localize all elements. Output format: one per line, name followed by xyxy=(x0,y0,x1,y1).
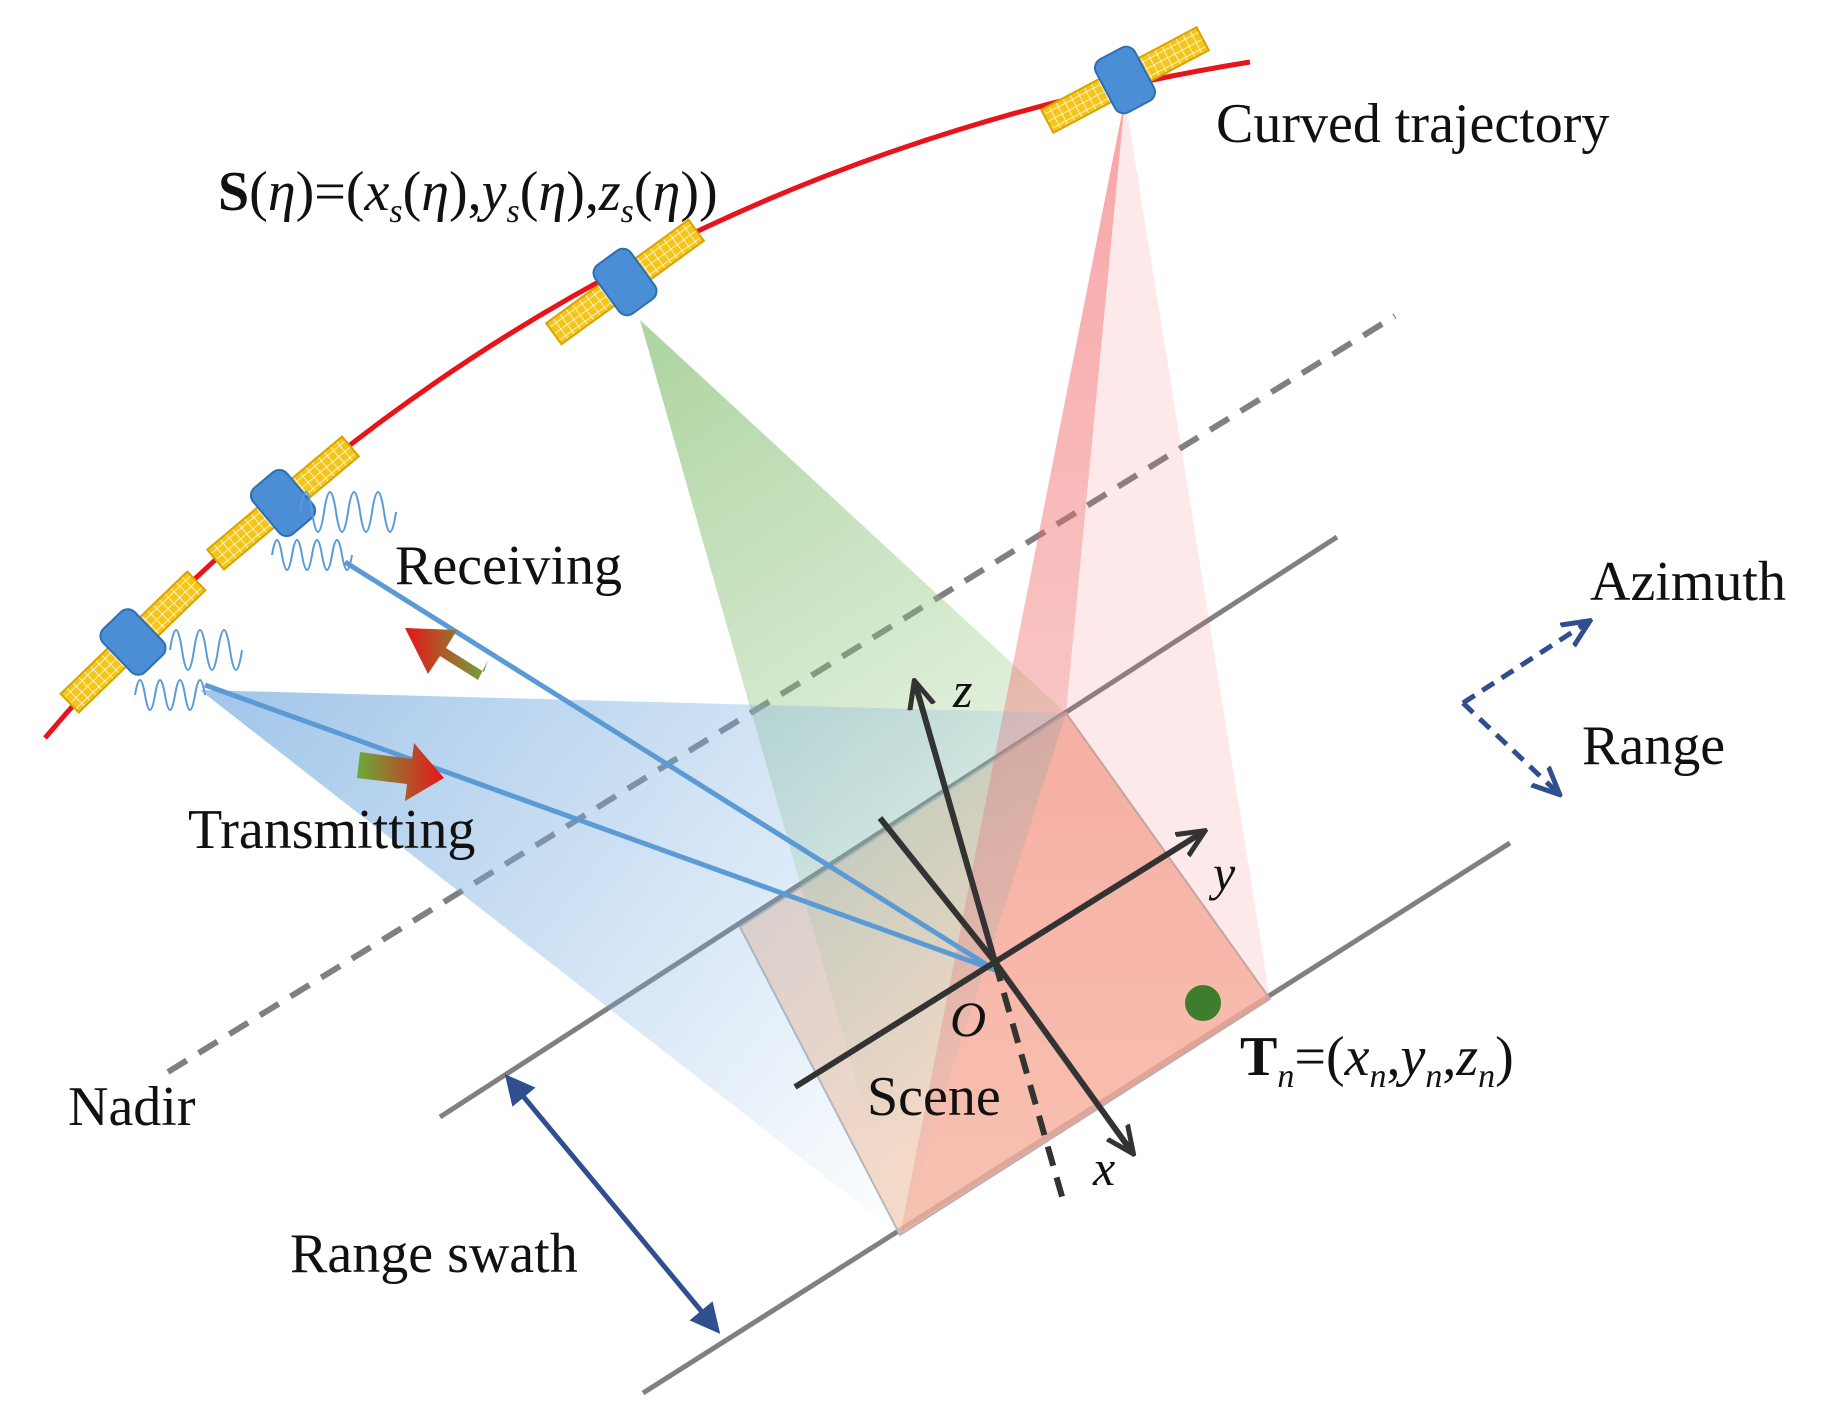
axis-under-z xyxy=(877,816,998,964)
axis-under-x-dashed xyxy=(992,961,1066,1201)
satellite-receiver xyxy=(544,218,706,346)
transmit-ray xyxy=(204,682,996,973)
label-nadir: Nadir xyxy=(68,1076,196,1138)
satellite-curved xyxy=(1039,25,1211,135)
axis-x-arrow xyxy=(992,960,1132,1152)
label-origin: O xyxy=(950,991,986,1047)
waveform-receive-lower-icon xyxy=(271,539,353,571)
label-scene: Scene xyxy=(867,1066,1001,1128)
receiving-direction-arrow xyxy=(405,628,488,680)
label-range-swath: Range swath xyxy=(290,1223,578,1285)
axis-y-arrow xyxy=(993,832,1203,965)
satellite-monostatic-rx xyxy=(205,435,361,571)
range-swath-arrow xyxy=(504,1074,721,1334)
transmit-beam xyxy=(200,690,1066,1235)
target-point xyxy=(1185,985,1221,1021)
transmitting-direction-arrow xyxy=(357,743,444,801)
range-direction-arrow xyxy=(1461,701,1558,793)
label-curved-trajectory: Curved trajectory xyxy=(1216,93,1609,155)
waveform-transmit-icon xyxy=(169,629,243,671)
label-transmitting: Transmitting xyxy=(188,799,475,861)
label-axis-z: z xyxy=(952,662,972,718)
label-axis-y: y xyxy=(1208,845,1236,901)
label-axis-x: x xyxy=(1092,1140,1115,1196)
label-range: Range xyxy=(1582,715,1725,777)
label-receiving: Receiving xyxy=(395,535,622,597)
axis-z-arrow xyxy=(915,683,998,963)
formula-target: Tn=(xn,yn,zn) xyxy=(1240,1026,1514,1095)
formula-trajectory: S(η)=(xs(η),ys(η),zs(η)) xyxy=(218,161,718,230)
waveform-transmit-lower-icon xyxy=(134,679,206,711)
azimuth-direction-arrow xyxy=(1461,622,1588,706)
label-azimuth: Azimuth xyxy=(1590,551,1786,613)
waveform-receive-icon xyxy=(299,491,397,533)
satellite-transmitter xyxy=(59,570,207,714)
axis-under-y xyxy=(793,959,997,1090)
